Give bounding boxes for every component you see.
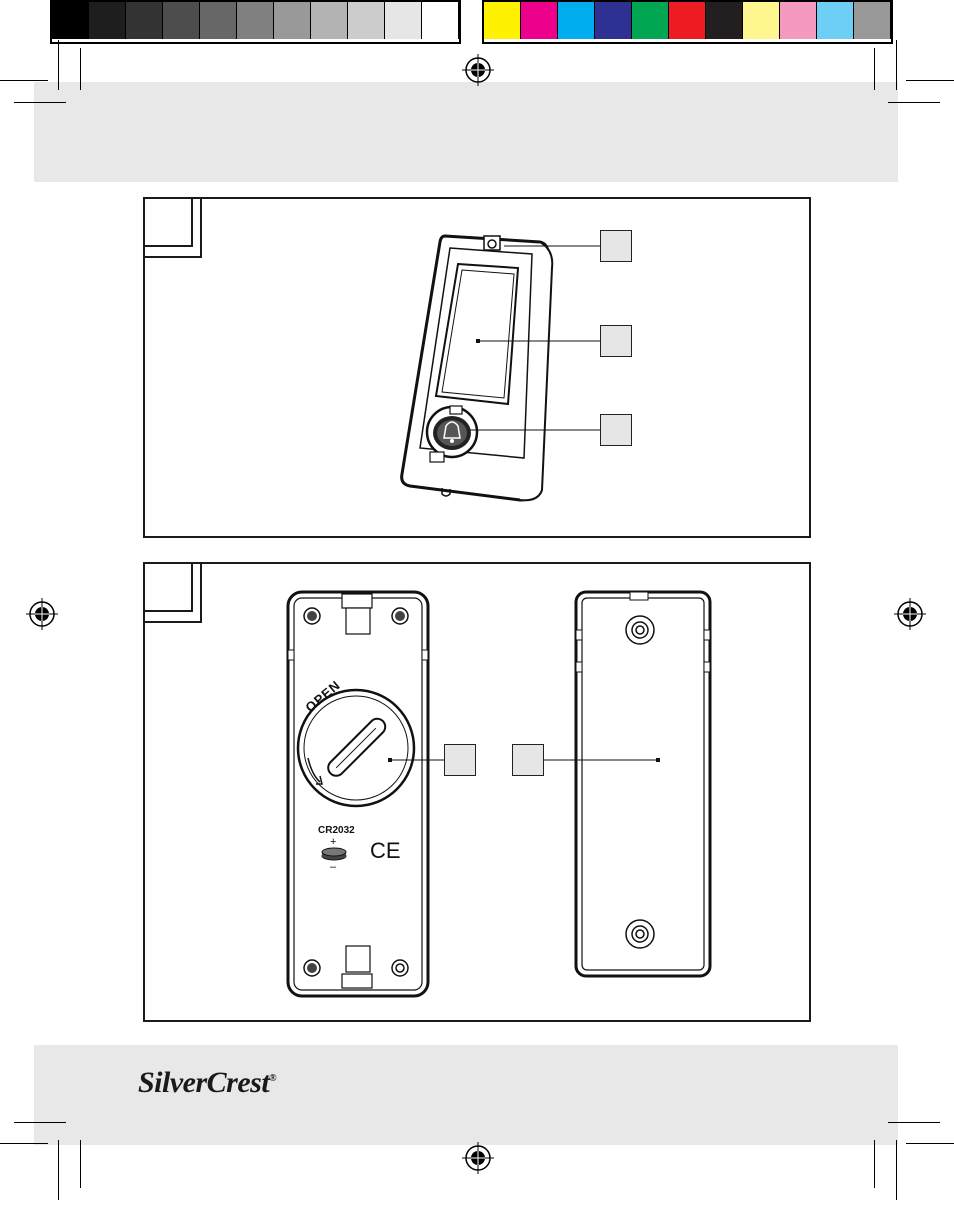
registration-mark-left: [26, 598, 58, 630]
registration-mark-right: [894, 598, 926, 630]
figure-2-corner: [143, 562, 202, 623]
crop-mark: [888, 102, 940, 103]
callout-box-1: [600, 230, 632, 262]
registration-mark-bottom: [462, 1142, 494, 1174]
crop-mark: [14, 1122, 66, 1123]
color-swatch: [200, 2, 237, 39]
color-swatch: [743, 2, 780, 39]
crop-mark: [58, 1140, 59, 1200]
crop-mark: [874, 48, 875, 90]
crop-mark: [906, 80, 954, 81]
silvercrest-logo: SilverCrest®: [138, 1066, 277, 1100]
battery-type-label: CR2032: [318, 825, 355, 836]
crop-mark: [906, 1143, 954, 1144]
color-swatch: [89, 2, 126, 39]
figure-1-corner: [143, 197, 202, 258]
color-swatch: [632, 2, 669, 39]
header-band: [34, 82, 898, 182]
front-cover-inside-view: [574, 590, 712, 978]
crop-mark: [0, 1143, 48, 1144]
color-swatch: [558, 2, 595, 39]
registered-mark: ®: [269, 1073, 277, 1084]
crop-mark: [0, 80, 48, 81]
ce-mark: CE: [370, 838, 401, 863]
crop-mark: [896, 40, 897, 90]
color-swatch: [163, 2, 200, 39]
figure-1-number-box: [143, 197, 193, 247]
battery-plus-label: +: [330, 836, 337, 848]
color-swatch: [854, 2, 891, 39]
color-swatch: [311, 2, 348, 39]
color-swatch: [385, 2, 422, 39]
color-swatch: [484, 2, 521, 39]
doorbell-back-view: [286, 590, 430, 998]
crop-mark: [874, 1140, 875, 1188]
footer-band: [34, 1045, 898, 1145]
color-swatch: [669, 2, 706, 39]
color-swatch: [521, 2, 558, 39]
callout-box-5: [512, 744, 544, 776]
color-swatch: [706, 2, 743, 39]
crop-mark: [888, 1122, 940, 1123]
color-swatch: [52, 2, 89, 39]
crop-mark: [896, 1140, 897, 1200]
crop-mark: [80, 48, 81, 90]
color-swatch: [126, 2, 163, 39]
color-swatch: [595, 2, 632, 39]
battery-minus-label: –: [330, 861, 337, 873]
color-calibration-bar: [482, 0, 893, 44]
color-swatch: [348, 2, 385, 39]
figure-2-number-box: [143, 562, 193, 612]
color-swatch: [817, 2, 854, 39]
color-swatch: [422, 2, 459, 39]
crop-mark: [14, 102, 66, 103]
brand-name: SilverCrest: [138, 1066, 270, 1099]
color-swatch: [274, 2, 311, 39]
color-swatch: [780, 2, 817, 39]
callout-box-4: [444, 744, 476, 776]
registration-mark-top: [462, 54, 494, 86]
crop-mark: [80, 1140, 81, 1188]
grayscale-calibration-bar: [50, 0, 461, 44]
doorbell-front-view: [400, 234, 600, 502]
callout-box-3: [600, 414, 632, 446]
callout-box-2: [600, 325, 632, 357]
color-swatch: [237, 2, 274, 39]
crop-mark: [58, 40, 59, 90]
figure-2-leader-lines: [390, 759, 658, 761]
